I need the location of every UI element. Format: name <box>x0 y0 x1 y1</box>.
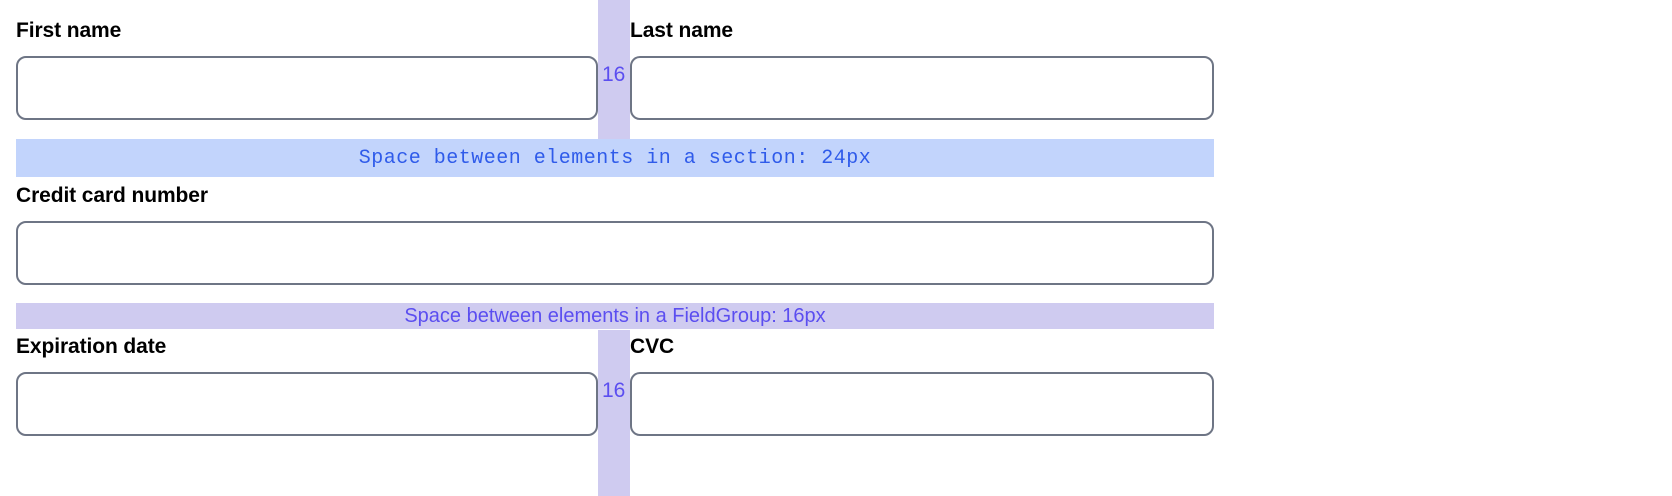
fieldgroup-spacing-band: Space between elements in a FieldGroup: … <box>16 303 1214 329</box>
expiration-date-field-group: Expiration date <box>16 334 598 436</box>
column-gap-label-expiry-row: 16 <box>602 379 626 402</box>
cvc-label: CVC <box>630 335 675 358</box>
cvc-input[interactable] <box>630 372 1214 436</box>
column-gap-label-name-row: 16 <box>602 63 626 86</box>
first-name-input[interactable] <box>16 56 598 120</box>
credit-card-number-label: Credit card number <box>16 184 208 207</box>
last-name-label: Last name <box>630 19 733 42</box>
last-name-input[interactable] <box>630 56 1214 120</box>
section-spacing-label: Space between elements in a section: 24p… <box>358 146 872 170</box>
column-gap-highlight-expiry-row <box>598 330 630 496</box>
credit-card-form: First name Last name Credit card number … <box>16 0 1214 496</box>
first-name-field-group: First name <box>16 18 598 120</box>
fieldgroup-spacing-label: Space between elements in a FieldGroup: … <box>404 304 826 327</box>
cvc-field-group: CVC <box>630 334 1214 436</box>
credit-card-number-input[interactable] <box>16 221 1214 285</box>
section-spacing-band: Space between elements in a section: 24p… <box>16 139 1214 177</box>
expiration-date-label: Expiration date <box>16 335 167 358</box>
first-name-label: First name <box>16 19 122 42</box>
column-gap-highlight-name-row <box>598 0 630 140</box>
card-number-field-group: Credit card number <box>16 183 1214 285</box>
last-name-field-group: Last name <box>630 18 1214 120</box>
expiration-date-input[interactable] <box>16 372 598 436</box>
